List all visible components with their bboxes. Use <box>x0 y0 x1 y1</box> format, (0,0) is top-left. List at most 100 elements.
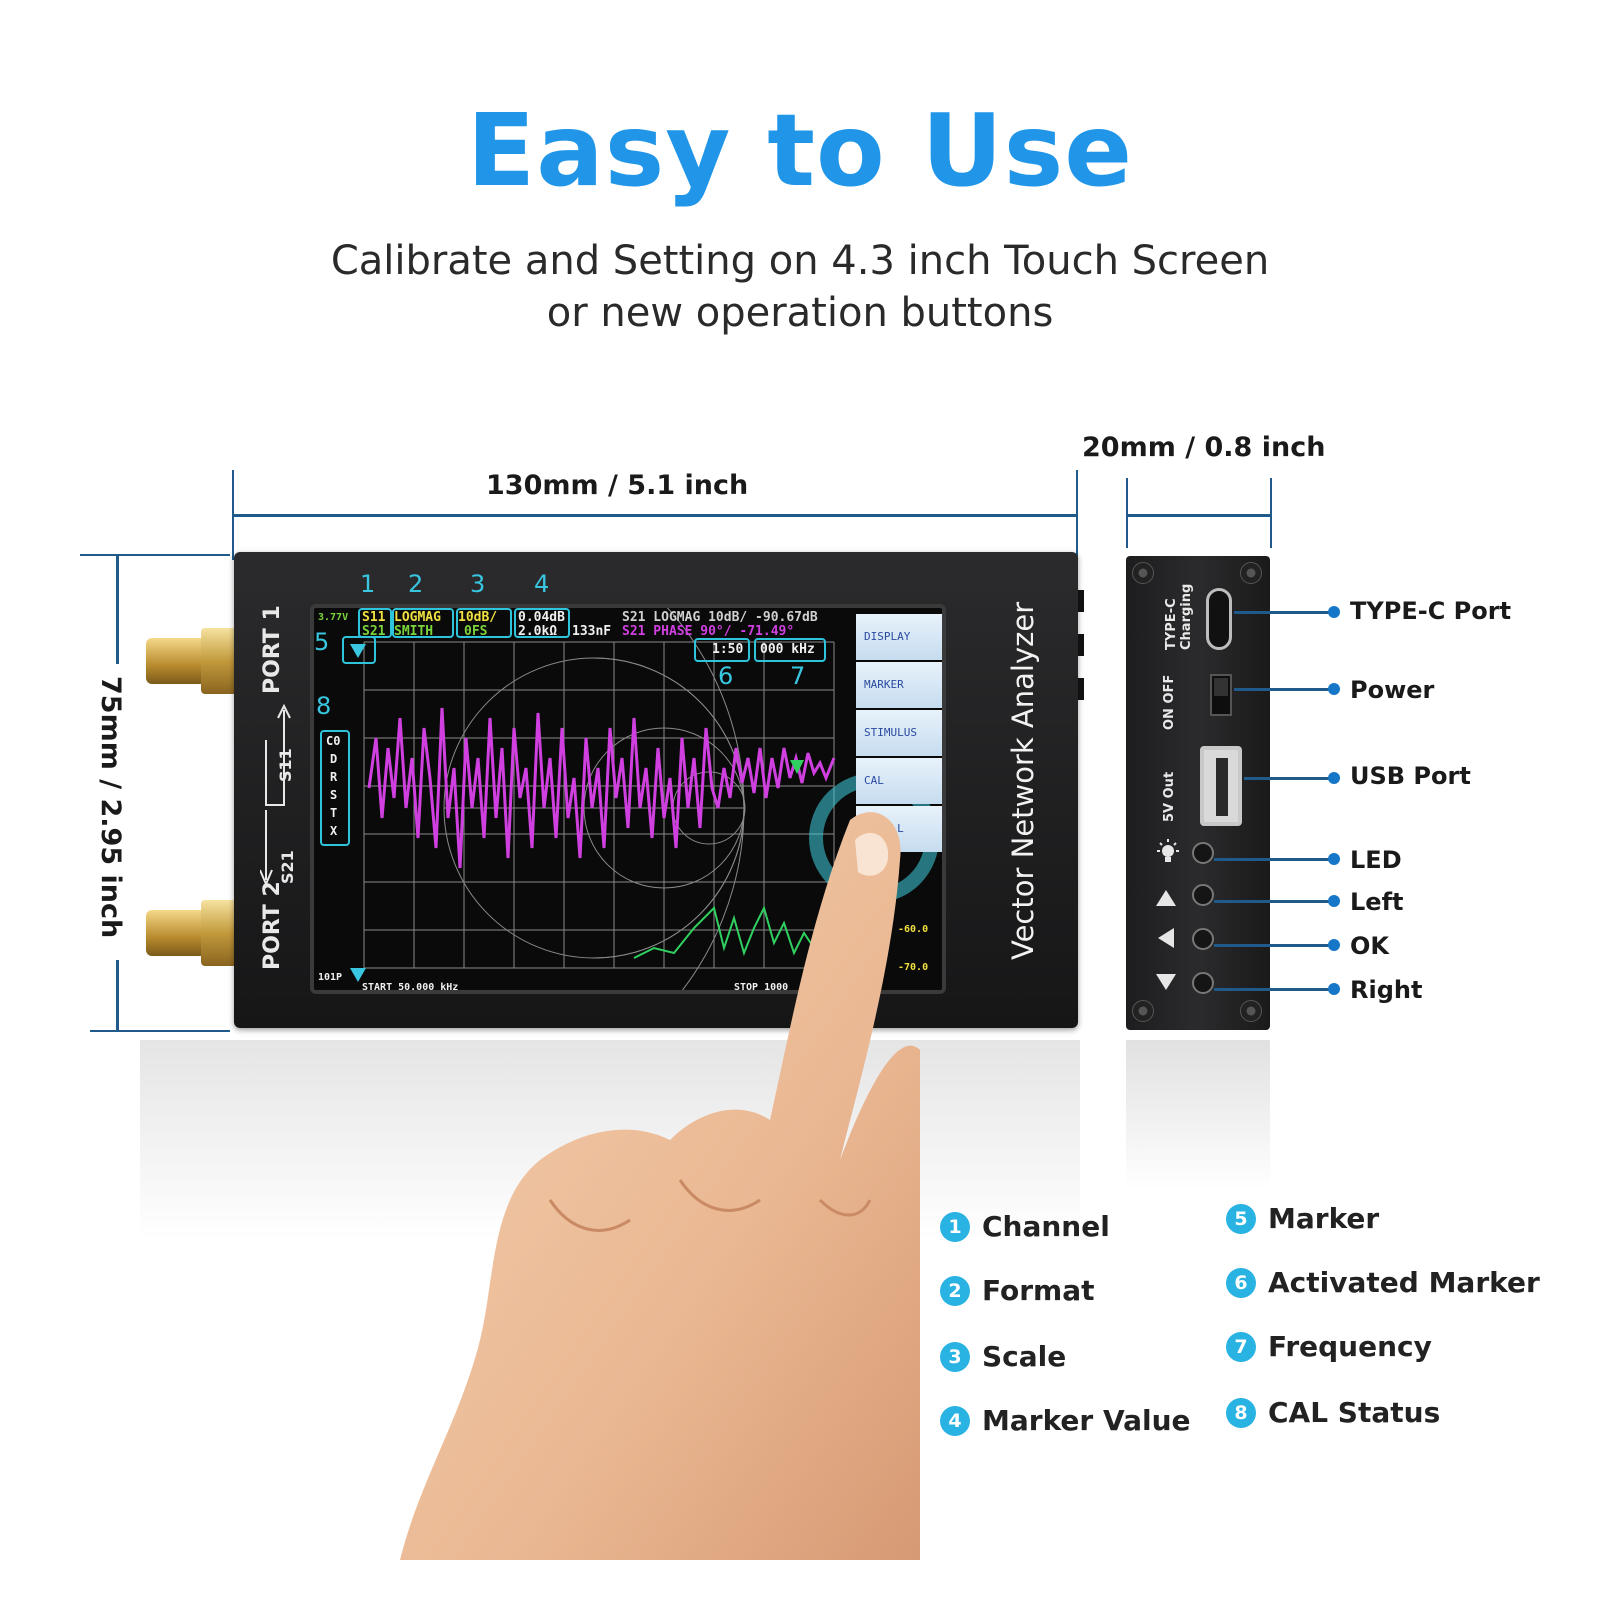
legend-label: Channel <box>982 1210 1110 1243</box>
headline: Easy to Use <box>466 92 1134 209</box>
callout-line-left <box>1214 900 1334 903</box>
port1-label: PORT 1 <box>260 605 285 694</box>
left-button[interactable] <box>1192 884 1214 906</box>
callout-line-usb <box>1244 777 1334 780</box>
legend-badge: 2 <box>940 1275 970 1306</box>
extra-value: 133nF <box>572 624 612 639</box>
callout-dot-ok <box>1328 939 1340 951</box>
marker-value-2: 2.0kΩ <box>518 624 558 639</box>
width-dimension: 130mm / 5.1 inch <box>486 470 749 501</box>
right-button[interactable] <box>1192 972 1214 994</box>
legend-badge: 5 <box>1226 1203 1256 1234</box>
region-number-2: 2 <box>408 570 424 598</box>
side-reflection <box>1126 1040 1270 1190</box>
frequency-value: 000 kHz <box>760 642 815 657</box>
led-bulb-icon <box>1157 839 1179 862</box>
screw-top-right <box>1240 562 1262 584</box>
box-channel <box>358 608 392 638</box>
cal-status-s: S <box>330 788 338 802</box>
callout-dot-right <box>1328 983 1340 995</box>
width-dim-tick-right <box>1076 470 1078 560</box>
ok-button[interactable] <box>1192 928 1214 950</box>
screw-bottom-right <box>1240 1000 1262 1022</box>
depth-dim-tick-left <box>1126 478 1128 548</box>
box-format <box>392 608 454 638</box>
callout-dot-led <box>1328 853 1340 865</box>
height-dim-line-bottom <box>116 960 119 1032</box>
region-number-1: 1 <box>360 570 376 598</box>
height-dimension-wrap: 75mm / 2.95 inch <box>95 676 138 946</box>
callout-dot-typec <box>1328 606 1340 618</box>
trace-s21-logmag-label: S21 LOGMAG 10dB/ -90.67dB <box>622 610 818 625</box>
callout-line-power <box>1234 688 1334 691</box>
side-button-1[interactable] <box>1078 590 1084 612</box>
menu-stimulus[interactable]: STIMULUS <box>856 710 942 756</box>
legend-badge: 6 <box>1226 1267 1256 1298</box>
box-marker-value <box>514 608 570 638</box>
stop-frequency: STOP 1000 <box>734 982 789 993</box>
width-dim-line <box>233 514 1078 517</box>
legend-badge: 3 <box>940 1341 970 1372</box>
callout-dot-power <box>1328 683 1340 695</box>
callout-line-led <box>1214 858 1334 861</box>
cal-status-c0: C0 <box>326 734 341 748</box>
legend-activated-marker: 6 Activated Marker <box>1226 1266 1540 1299</box>
usb-5v-label: 5V Out <box>1162 771 1177 822</box>
box-scale <box>456 608 512 638</box>
typec-port[interactable] <box>1206 588 1232 650</box>
legend-label: Scale <box>982 1340 1067 1373</box>
depth-dim-line <box>1126 514 1272 517</box>
callout-power: Power <box>1350 676 1435 704</box>
format-logmag: LOGMAG <box>394 610 441 625</box>
callout-right: Right <box>1350 976 1423 1004</box>
usb-port[interactable] <box>1200 746 1242 826</box>
cal-status-d: D <box>330 752 338 766</box>
callout-line-ok <box>1214 944 1334 947</box>
side-button-2[interactable] <box>1078 634 1084 656</box>
signal-path-arrows <box>260 703 291 887</box>
legend-label: Frequency <box>1268 1330 1432 1363</box>
menu-cal[interactable]: CAL <box>856 758 942 804</box>
legend-badge: 8 <box>1226 1397 1256 1428</box>
legend-marker-value: 4 Marker Value <box>940 1404 1191 1437</box>
device-title: Vector Network Analyzer <box>1006 601 1040 960</box>
callout-dot-left <box>1328 895 1340 907</box>
channel-s21: S21 <box>362 624 386 639</box>
scale-right-2: -70.0 <box>898 962 929 973</box>
callout-line-right <box>1214 988 1334 991</box>
side-button-3[interactable] <box>1078 678 1084 700</box>
width-dim-tick-left <box>232 470 234 560</box>
callout-line-typec <box>1234 611 1334 614</box>
legend-label: Format <box>982 1274 1095 1307</box>
arrow-down-icon <box>1156 974 1176 990</box>
box-active-marker <box>694 638 750 662</box>
callout-dot-usb <box>1328 772 1340 784</box>
port1-connector <box>146 628 237 694</box>
menu-display[interactable]: DISPLAY <box>856 614 942 660</box>
menu-marker[interactable]: MARKER <box>856 662 942 708</box>
height-dimension: 75mm / 2.95 inch <box>95 676 126 939</box>
callout-led: LED <box>1350 846 1402 874</box>
legend-cal-status: 8 CAL Status <box>1226 1396 1440 1429</box>
subtitle-line1: Calibrate and Setting on 4.3 inch Touch … <box>330 238 1270 284</box>
callout-usb: USB Port <box>1350 762 1471 790</box>
start-frequency: START 50.000 kHz <box>362 982 459 993</box>
legend-label: Marker <box>1268 1202 1380 1235</box>
marker-triangle-3 <box>350 968 366 982</box>
region-number-4: 4 <box>534 570 550 598</box>
callout-ok: OK <box>1350 932 1389 960</box>
height-dim-line-top <box>116 554 119 664</box>
height-dim-bottom-tick <box>90 1030 230 1032</box>
legend-frequency: 7 Frequency <box>1226 1330 1432 1363</box>
scale-right-1: -60.0 <box>898 924 929 935</box>
side-panel <box>1126 556 1270 1030</box>
height-dim-top-tick <box>80 554 230 556</box>
power-switch[interactable] <box>1210 674 1232 716</box>
legend-badge: 7 <box>1226 1331 1256 1362</box>
callout-left: Left <box>1350 888 1404 916</box>
trace-s21 <box>633 905 835 959</box>
format-smith: SMITH <box>394 624 434 639</box>
marker-triangle-1 <box>350 644 366 658</box>
depth-dimension: 20mm / 0.8 inch <box>1082 432 1326 463</box>
legend-label: Marker Value <box>982 1404 1191 1437</box>
